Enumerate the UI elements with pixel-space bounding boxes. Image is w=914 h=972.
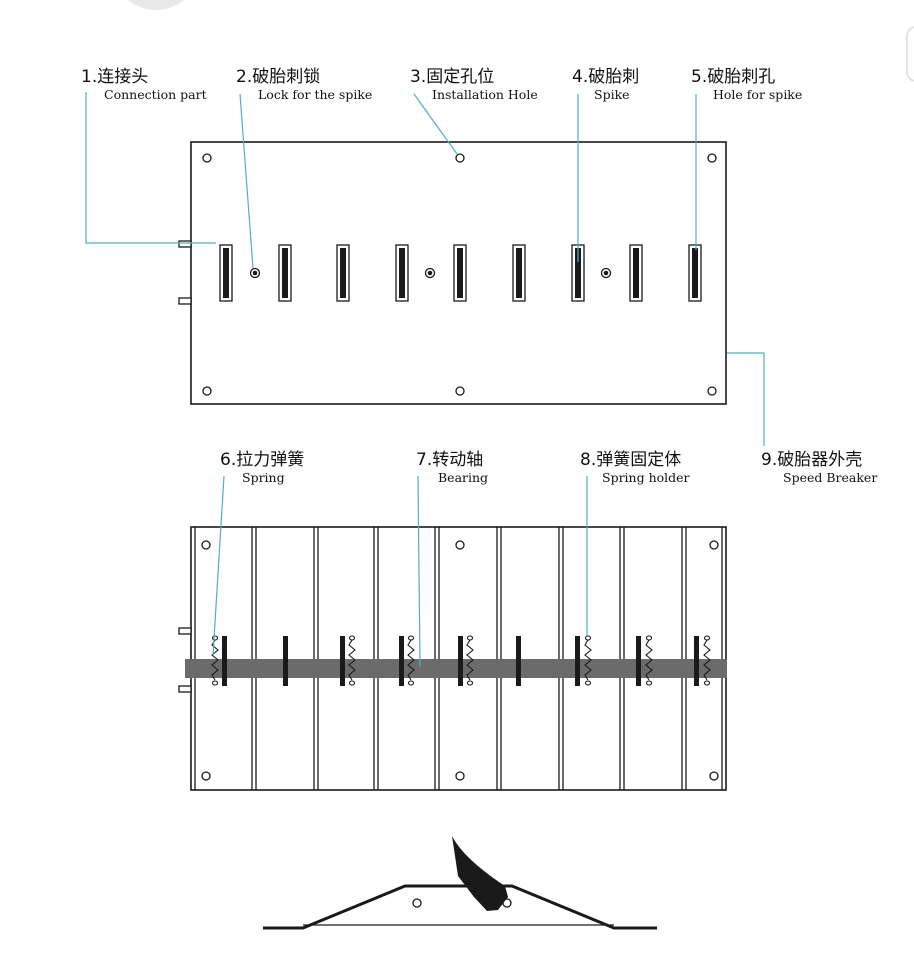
spike-lock bbox=[424, 267, 436, 279]
label-en: Spring bbox=[242, 470, 285, 485]
spring bbox=[645, 635, 653, 686]
spring bbox=[703, 635, 711, 686]
label-spring: 6.拉力弹簧 Spring bbox=[220, 450, 304, 485]
label-zh: 5.破胎刺孔 bbox=[691, 67, 776, 87]
spike-hole bbox=[453, 244, 467, 302]
spring-spike-row bbox=[211, 635, 711, 686]
label-en: Spring holder bbox=[602, 470, 690, 485]
top-view bbox=[178, 141, 727, 405]
profile-outline bbox=[263, 884, 657, 930]
leader-line-connection bbox=[85, 92, 216, 244]
label-en: Hole for spike bbox=[713, 87, 803, 102]
spike bbox=[694, 636, 699, 686]
label-zh: 9.破胎器外壳 bbox=[761, 450, 863, 470]
label-hole-for-spike: 5.破胎刺孔 Hole for spike bbox=[691, 67, 802, 102]
spike bbox=[575, 636, 580, 686]
spring bbox=[466, 635, 474, 686]
spring bbox=[407, 635, 415, 686]
installation-hole bbox=[201, 771, 211, 781]
label-zh: 3.固定孔位 bbox=[410, 67, 495, 87]
label-zh: 2.破胎刺锁 bbox=[236, 67, 321, 87]
label-connection-part: 1.连接头 Connection part bbox=[81, 67, 207, 102]
installation-hole bbox=[707, 386, 717, 396]
bottom-view bbox=[178, 526, 727, 791]
label-spring-holder: 8.弹簧固定体 Spring holder bbox=[580, 450, 690, 485]
spike-hole bbox=[219, 244, 233, 302]
spike-hole bbox=[278, 244, 292, 302]
installation-hole bbox=[709, 771, 719, 781]
installation-hole bbox=[455, 771, 465, 781]
spike bbox=[222, 636, 227, 686]
installation-hole bbox=[455, 540, 465, 550]
spike-lock bbox=[249, 267, 261, 279]
label-zh: 4.破胎刺 bbox=[572, 67, 640, 87]
label-zh: 1.连接头 bbox=[81, 67, 149, 87]
connector-tab-upper bbox=[178, 240, 192, 248]
spike bbox=[340, 636, 345, 686]
spike-hole bbox=[336, 244, 350, 302]
label-en: Lock for the spike bbox=[258, 87, 373, 102]
leader-line-spring bbox=[212, 475, 225, 656]
label-en: Connection part bbox=[104, 87, 207, 102]
spike-hole bbox=[688, 244, 702, 302]
spring bbox=[348, 635, 356, 686]
installation-hole bbox=[709, 540, 719, 550]
profile-pivot-hole bbox=[412, 898, 422, 908]
label-bearing: 7.转动轴 Bearing bbox=[416, 450, 488, 485]
installation-hole bbox=[455, 386, 465, 396]
installation-hole bbox=[202, 153, 212, 163]
label-speed-breaker: 9.破胎器外壳 Speed Breaker bbox=[761, 450, 877, 485]
spike bbox=[516, 636, 521, 686]
bearing-bar bbox=[185, 659, 727, 678]
spike-lock bbox=[600, 267, 612, 279]
label-installation-hole: 3.固定孔位 Installation Hole bbox=[410, 67, 538, 102]
leader-line-installation-hole bbox=[413, 93, 458, 155]
decorative-circle bbox=[112, 0, 200, 10]
spike bbox=[283, 636, 288, 686]
spike bbox=[399, 636, 404, 686]
side-profile bbox=[263, 836, 657, 930]
label-en: Spike bbox=[594, 87, 630, 102]
label-zh: 6.拉力弹簧 bbox=[220, 450, 305, 470]
installation-hole bbox=[707, 153, 717, 163]
raised-spike-profile bbox=[452, 836, 508, 911]
label-en: Installation Hole bbox=[432, 87, 538, 102]
label-zh: 8.弹簧固定体 bbox=[580, 450, 682, 470]
spring bbox=[584, 635, 592, 686]
label-lock-for-spike: 2.破胎刺锁 Lock for the spike bbox=[236, 67, 372, 102]
spike bbox=[458, 636, 463, 686]
spike-row-top bbox=[219, 244, 702, 302]
connector-tab-lower bbox=[178, 297, 192, 305]
label-spike: 4.破胎刺 Spike bbox=[572, 67, 639, 102]
label-zh: 7.转动轴 bbox=[416, 450, 484, 470]
leader-line-lock bbox=[239, 93, 254, 269]
installation-hole bbox=[202, 386, 212, 396]
leader-line-bearing bbox=[417, 475, 421, 668]
spike bbox=[636, 636, 641, 686]
connector-tab-lower bbox=[178, 685, 192, 693]
leader-line-housing bbox=[727, 352, 765, 446]
spike-hole bbox=[395, 244, 409, 302]
label-en: Speed Breaker bbox=[783, 470, 878, 485]
installation-hole bbox=[201, 540, 211, 550]
connector-tab-upper bbox=[178, 627, 192, 635]
spike-hole bbox=[629, 244, 643, 302]
spike-hole bbox=[512, 244, 526, 302]
label-en: Bearing bbox=[438, 470, 489, 485]
installation-hole bbox=[455, 153, 465, 163]
